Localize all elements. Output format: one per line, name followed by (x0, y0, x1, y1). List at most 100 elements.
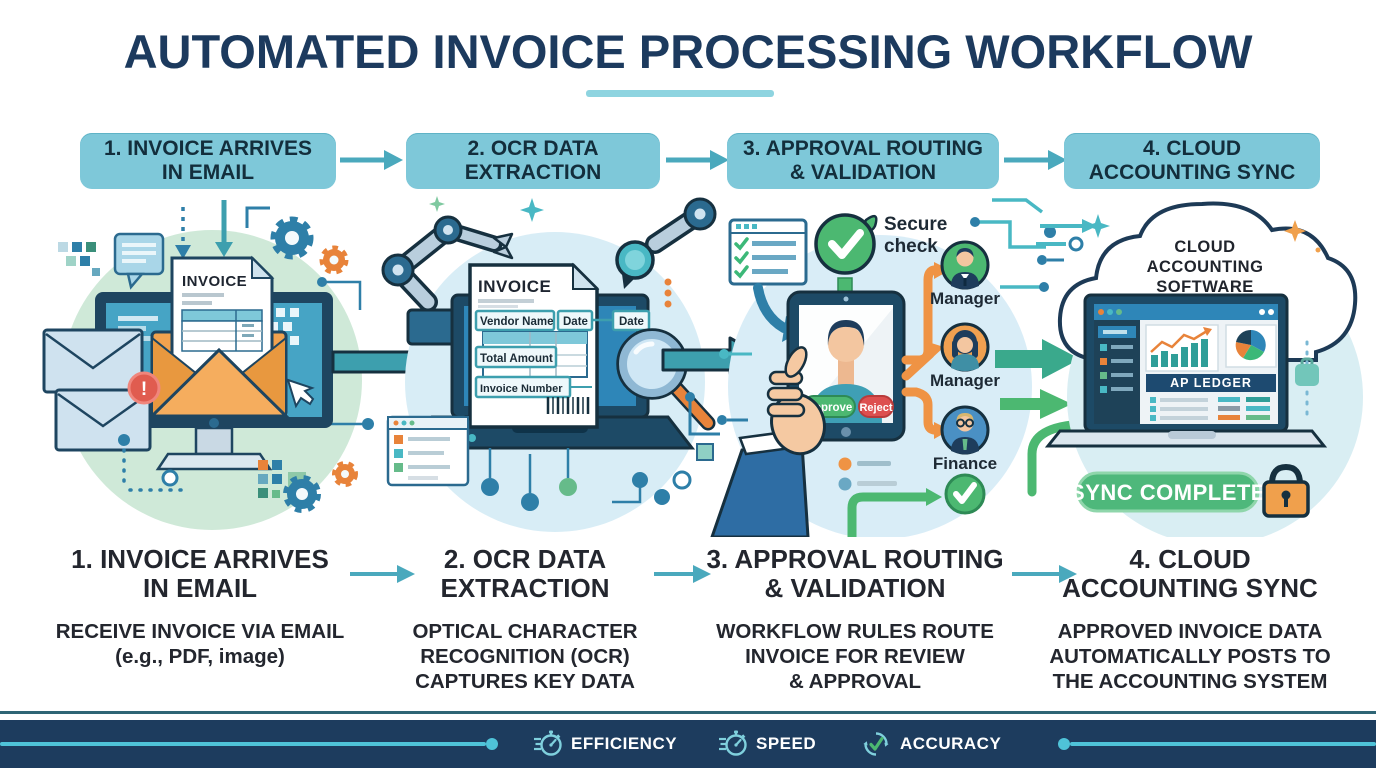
step-description-1-title: 1. INVOICE ARRIVES IN EMAIL (71, 544, 329, 604)
badge-efficiency-label: EFFICIENCY (571, 734, 678, 753)
badge-speed-label: SPEED (756, 734, 817, 753)
sparkle-icon (1284, 220, 1306, 242)
badge-speed: SPEED (718, 729, 816, 759)
email-envelope: INVOICE (148, 255, 290, 419)
barcode (546, 397, 590, 414)
page-title: AUTOMATED INVOICE PROCESSING WORKFLOW (123, 25, 1253, 78)
step-header-3: 3. APPROVAL ROUTING & VALIDATION (727, 133, 999, 189)
badge-efficiency: EFFICIENCY (533, 729, 677, 759)
cloud-label-line1: CLOUD (1174, 238, 1235, 256)
approver-avatar-manager-1 (940, 240, 990, 290)
workflow-illustration: INVOICE ! (42, 196, 1363, 537)
sync-complete-badge (1076, 471, 1260, 513)
approval-illustration: Secure check Approve Reject (710, 198, 1090, 537)
alert-badge (127, 371, 161, 405)
step-description-3-body: WORKFLOW RULES ROUTE INVOICE FOR REVIEW … (716, 620, 994, 694)
hand (710, 346, 826, 537)
flow-arrow-3 (995, 339, 1080, 379)
field-date: Date (563, 316, 588, 328)
invoice-doc-title: INVOICE (182, 273, 247, 290)
footer-rule (0, 711, 1376, 714)
sync-complete-label: SYNC COMPLETE (1070, 480, 1266, 505)
checklist-window (728, 218, 808, 286)
step-header-2: 2. OCR DATA EXTRACTION (406, 133, 660, 189)
inbox-envelope (42, 328, 144, 394)
ledger-table (1150, 397, 1270, 421)
field-date-2: Date (619, 316, 644, 328)
approver-label-2: Manager (930, 371, 1000, 390)
arrow-desc3-desc4 (1012, 565, 1077, 583)
stopwatch-icon (719, 730, 747, 756)
flow-arrow-3b (1000, 389, 1072, 419)
step-description-2: 2. OCR DATA EXTRACTION OPTICAL CHARACTER… (395, 544, 655, 694)
secure-check-label-line1: Secure (884, 214, 947, 235)
step-header-1: 1. INVOICE ARRIVES IN EMAIL (80, 133, 336, 189)
step-description-2-title: 2. OCR DATA EXTRACTION (440, 544, 610, 604)
pie-chart (1225, 324, 1277, 368)
arrow-desc2-desc3 (654, 565, 711, 583)
arrow-desc1-desc2 (350, 565, 415, 583)
approver-avatar-manager-2 (940, 322, 990, 372)
field-invoice-number: Invoice Number (480, 383, 563, 395)
accounting-laptop: AP LEDGER (1044, 293, 1328, 448)
footer-dot-left (486, 738, 498, 750)
badge-accuracy-label: ACCURACY (900, 734, 1002, 753)
step-description-2-body: OPTICAL CHARACTER RECOGNITION (OCR) CAPT… (412, 620, 638, 694)
step-description-1-body: RECEIVE INVOICE VIA EMAIL (e.g., PDF, im… (55, 620, 345, 669)
ap-ledger-label: AP LEDGER (1170, 376, 1252, 390)
step-description-1: 1. INVOICE ARRIVES IN EMAIL RECEIVE INVO… (45, 544, 355, 669)
ocr-doc-title: INVOICE (478, 277, 551, 296)
secure-check-label-line2: check (884, 236, 938, 257)
footer-bar: EFFICIENCY SPEED ACCURACY (0, 720, 1376, 768)
invoice-document: INVOICE (170, 255, 275, 376)
cloud-illustration: CLOUD ACCOUNTING SOFTWARE (1036, 201, 1363, 537)
arrow-step3-step4 (1004, 150, 1067, 170)
step-description-4-title: 4. CLOUD ACCOUNTING SYNC (1062, 544, 1318, 604)
badge-accuracy: ACCURACY (860, 729, 1001, 759)
ap-ledger-banner (1146, 374, 1276, 392)
arrow-step1-step2 (340, 150, 403, 170)
step-header-4-label: 4. CLOUD ACCOUNTING SYNC (1088, 137, 1296, 184)
field-vendor-name: Vendor Name (480, 316, 554, 328)
step-description-4-body: APPROVED INVOICE DATA AUTOMATICALLY POST… (1049, 620, 1331, 694)
step-description-4: 4. CLOUD ACCOUNTING SYNC APPROVED INVOIC… (1040, 544, 1340, 694)
browser-window (386, 415, 470, 487)
reject-button (858, 395, 894, 418)
step-header-3-label: 3. APPROVAL ROUTING & VALIDATION (743, 137, 983, 184)
sparkle-icon (1086, 214, 1110, 238)
bar-chart (1145, 324, 1219, 372)
sparkle-icon (520, 198, 544, 222)
cloud-label-line3: SOFTWARE (1156, 278, 1254, 296)
routing-arrows (901, 265, 939, 435)
pixel-decoration (58, 242, 100, 276)
cursor-icon (286, 378, 315, 409)
step-header-2-label: 2. OCR DATA EXTRACTION (464, 137, 602, 184)
robot-arm (615, 197, 717, 289)
briefcase-icon (1295, 364, 1319, 386)
step-description-3-title: 3. APPROVAL ROUTING & VALIDATION (706, 544, 1004, 604)
reject-button-label: Reject (859, 402, 892, 414)
approver-label-3: Finance (933, 454, 997, 473)
approver-avatar-finance (940, 405, 990, 455)
padlock-icon (1262, 463, 1310, 518)
ocr-illustration: INVOICE Vendor Name Date Date Total Amou… (381, 196, 772, 532)
footer-line-left (0, 742, 486, 746)
arrow-step2-step3 (666, 150, 729, 170)
step-header-1-label: 1. INVOICE ARRIVES IN EMAIL (103, 137, 313, 184)
stopwatch-icon (534, 730, 562, 756)
approved-check-icon (944, 473, 986, 515)
email-illustration: INVOICE ! (42, 200, 457, 530)
gear-icon (283, 461, 358, 513)
footer-dot-right (1058, 738, 1070, 750)
step-header-4: 4. CLOUD ACCOUNTING SYNC (1064, 133, 1320, 189)
alert-badge-label: ! (141, 379, 147, 400)
field-total-amount: Total Amount (480, 353, 553, 365)
step-description-3: 3. APPROVAL ROUTING & VALIDATION WORKFLO… (705, 544, 1005, 694)
speech-bubble (113, 232, 165, 290)
robot-arm (381, 215, 514, 346)
title-underline (586, 90, 774, 97)
check-circle-icon (863, 732, 889, 756)
ocr-invoice-document: INVOICE Vendor Name Date Date Total Amou… (468, 262, 651, 429)
sparkle-icon (429, 196, 445, 212)
